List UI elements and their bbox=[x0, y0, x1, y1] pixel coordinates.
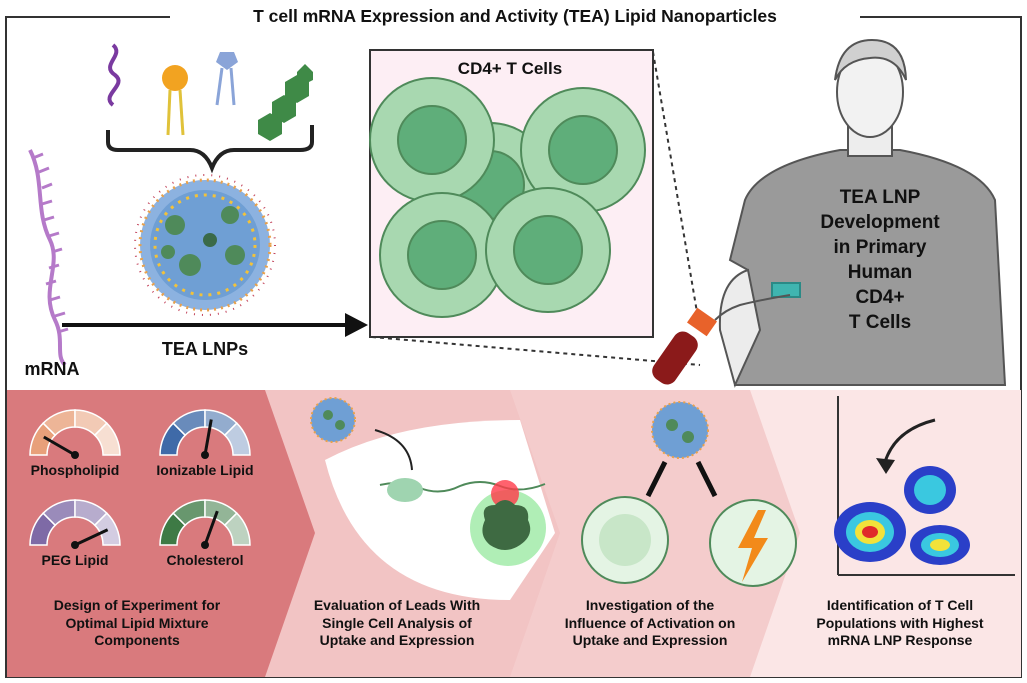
shirt-line-6: T Cells bbox=[848, 312, 912, 334]
shirt-text: TEA LNP Development in Primary Human CD4… bbox=[805, 185, 955, 335]
step3-lnp-icon bbox=[651, 401, 709, 459]
gauge-segment bbox=[93, 422, 121, 456]
ionizable-lipid-icon bbox=[162, 65, 188, 136]
gauge-label: Phospholipid bbox=[31, 462, 120, 478]
lnp-arrow-label: TEA LNPs bbox=[161, 339, 249, 359]
step4-line-2: Populations with Highest bbox=[816, 614, 984, 631]
step3-line-2: Influence of Activation on bbox=[564, 614, 736, 631]
gauge-needle bbox=[203, 419, 213, 456]
cholesterol-icon bbox=[258, 64, 313, 141]
step3-arrow-right bbox=[695, 460, 718, 498]
flow-population-2 bbox=[904, 466, 956, 514]
gauge-needle bbox=[203, 510, 219, 546]
mrna-strand-icon bbox=[28, 149, 69, 367]
gauge-needle bbox=[74, 528, 109, 547]
shirt-line-4: Human bbox=[847, 262, 913, 284]
red-signal-dot bbox=[491, 480, 519, 508]
gauge-segment bbox=[93, 512, 121, 546]
step2-arrow bbox=[374, 429, 413, 471]
shirt-line-3: in Primary bbox=[833, 237, 927, 259]
blood-tube-icon bbox=[652, 307, 717, 385]
gauge-segment bbox=[223, 512, 251, 546]
step4-arrowhead bbox=[876, 458, 895, 474]
gauge-ionizable-lipid: Ionizable Lipid bbox=[156, 409, 254, 478]
step4-line-1: Identification of T Cell bbox=[826, 597, 974, 613]
shirt-line-1: TEA LNP bbox=[839, 187, 921, 208]
gauge-hub bbox=[201, 451, 209, 459]
mrna-label: mRNA bbox=[24, 359, 80, 379]
zoom-line-bottom bbox=[371, 336, 701, 366]
gauge-hub bbox=[71, 451, 79, 459]
gauge-label: Ionizable Lipid bbox=[156, 462, 253, 478]
step4-line-3: mRNA LNP Response bbox=[827, 632, 973, 648]
peg-lipid-icon bbox=[215, 52, 238, 106]
shirt-line-2: Development bbox=[820, 212, 940, 234]
gauge-hub bbox=[201, 541, 209, 549]
zoom-line-top bbox=[652, 51, 701, 331]
gauge-cholesterol: Cholesterol bbox=[159, 499, 251, 568]
lightning-bolt-icon bbox=[738, 510, 768, 582]
step1-line-1: Design of Experiment for bbox=[53, 597, 221, 613]
diagram-title: T cell mRNA Expression and Activity (TEA… bbox=[170, 6, 860, 27]
brace-connector bbox=[106, 125, 314, 174]
step2-caption: Evaluation of Leads With Single Cell Ana… bbox=[282, 597, 512, 650]
flow-population-1 bbox=[834, 502, 906, 562]
step3-line-3: Uptake and Expression bbox=[572, 632, 728, 648]
protein-icon bbox=[482, 500, 531, 550]
gauge-needle bbox=[43, 435, 76, 457]
step2-lnp-icon bbox=[310, 397, 356, 443]
step1-line-2: Optimal Lipid Mixture bbox=[65, 614, 209, 631]
delivery-arrowhead bbox=[345, 313, 368, 337]
step2-line-3: Uptake and Expression bbox=[319, 632, 475, 648]
gauge-hub bbox=[71, 541, 79, 549]
step3-line-1: Investigation of the bbox=[585, 597, 715, 613]
step1-line-3: Components bbox=[94, 632, 180, 648]
step2-line-2: Single Cell Analysis of bbox=[322, 614, 472, 631]
step2-line-1: Evaluation of Leads With bbox=[313, 597, 481, 613]
cells-box-title: CD4+ T Cells bbox=[457, 59, 563, 78]
step3-caption: Investigation of the Influence of Activa… bbox=[530, 597, 770, 650]
step4-arrow bbox=[883, 418, 936, 463]
diagram-title-text: T cell mRNA Expression and Activity (TEA… bbox=[253, 6, 777, 26]
shirt-line-5: CD4+ bbox=[855, 287, 905, 309]
gauge-phospholipid: Phospholipid bbox=[29, 409, 121, 478]
lnp-particle-icon bbox=[134, 174, 276, 316]
squiggle-lipid-icon bbox=[107, 43, 121, 107]
t-cell-cluster bbox=[369, 77, 646, 318]
ribosome-icon bbox=[387, 478, 423, 502]
step4-caption: Identification of T Cell Populations wit… bbox=[785, 597, 1015, 650]
flow-population-3 bbox=[910, 525, 970, 565]
step3-arrow-left bbox=[645, 460, 668, 498]
step1-caption: Design of Experiment for Optimal Lipid M… bbox=[12, 597, 262, 650]
gauge-label: Cholesterol bbox=[166, 552, 243, 568]
iv-tube bbox=[714, 294, 791, 321]
gauge-label: PEG Lipid bbox=[42, 552, 109, 568]
person-illustration bbox=[718, 38, 1007, 388]
gauge-peg-lipid: PEG Lipid bbox=[29, 499, 121, 568]
resting-t-cell-nucleus bbox=[599, 514, 651, 566]
gauge-segment bbox=[223, 422, 251, 456]
